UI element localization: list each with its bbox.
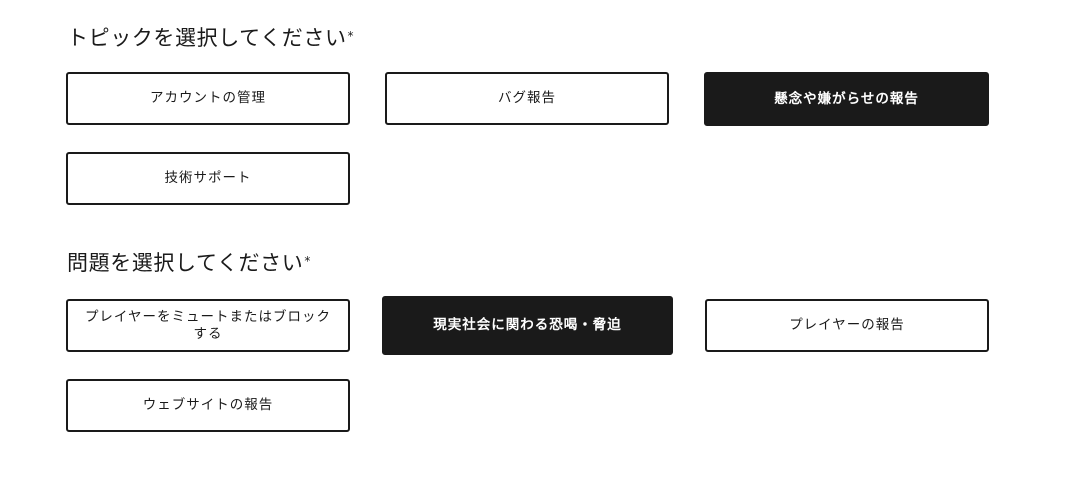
topic-option-account-management[interactable]: アカウントの管理 [66, 72, 350, 125]
option-label: プレイヤーの報告 [789, 317, 905, 333]
topic-title-text: トピックを選択してください [67, 26, 347, 50]
option-label: アカウントの管理 [150, 90, 266, 106]
required-mark: * [304, 254, 311, 268]
option-label: ウェブサイトの報告 [142, 397, 274, 413]
option-label: 懸念や嫌がらせの報告 [774, 90, 919, 107]
option-label: 技術サポート [164, 170, 252, 186]
issue-option-real-world-threat[interactable]: 現実社会に関わる恐喝・脅迫 [382, 296, 673, 355]
issue-option-mute-block-player[interactable]: プレイヤーをミュートまたはブロックする [66, 299, 350, 352]
option-label: 現実社会に関わる恐喝・脅迫 [433, 317, 622, 333]
issue-option-report-website[interactable]: ウェブサイトの報告 [66, 379, 350, 432]
required-mark: * [347, 29, 355, 43]
topic-option-tech-support[interactable]: 技術サポート [66, 152, 350, 205]
issue-option-report-player[interactable]: プレイヤーの報告 [705, 299, 989, 352]
issue-title-text: 問題を選択してください [67, 251, 304, 275]
topic-section-title: トピックを選択してください* [67, 25, 354, 51]
option-label: バグ報告 [498, 90, 556, 106]
issue-section-title: 問題を選択してください* [67, 250, 311, 276]
topic-option-bug-report[interactable]: バグ報告 [385, 72, 669, 125]
topic-option-harassment-report[interactable]: 懸念や嫌がらせの報告 [704, 72, 989, 126]
option-label: プレイヤーをミュートまたはブロックする [84, 308, 332, 342]
